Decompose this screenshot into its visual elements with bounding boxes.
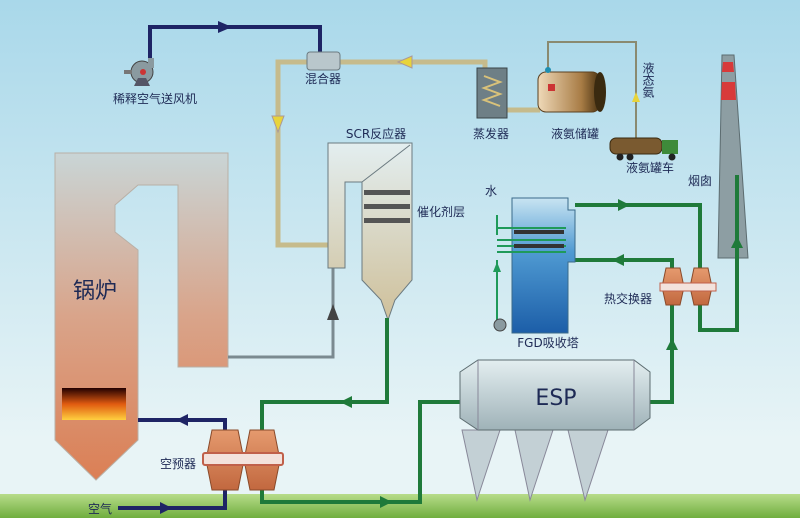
- arrow-up-icon: [666, 338, 678, 350]
- tanker-truck: [609, 137, 678, 161]
- chimney-label: 烟囱: [688, 174, 712, 188]
- fgd-absorber-label: FGD吸收塔: [517, 336, 578, 350]
- water-label: 水: [485, 184, 497, 198]
- arrow-right-icon: [218, 21, 232, 33]
- heat-exchanger-label: 热交换器: [604, 291, 652, 306]
- catalyst-layer-label: 催化剂层: [417, 204, 465, 219]
- flue-gas-pipe: [260, 175, 739, 504]
- ammonia-tank-label: 液氨储罐: [551, 126, 599, 141]
- liquid-ammonia-pipe: [547, 41, 637, 140]
- evaporator: [476, 67, 508, 119]
- esp-label: ESP: [535, 386, 576, 411]
- dilution-fan-label: 稀释空气送风机: [113, 91, 197, 106]
- evaporator-label: 蒸发器: [473, 126, 509, 141]
- arrow-left-icon: [176, 414, 188, 426]
- arrow-down-icon: [271, 115, 285, 134]
- chimney: [717, 54, 749, 259]
- air-label: 空气: [88, 501, 112, 516]
- air-preheater: [202, 429, 284, 491]
- liquid-ammonia-label: 液态氨: [641, 61, 655, 98]
- heat-exchanger: [659, 267, 717, 306]
- tanker-truck-label: 液氨罐车: [626, 160, 674, 175]
- air-pipe: [118, 418, 227, 510]
- mixer: [306, 51, 341, 71]
- esp: [459, 359, 651, 502]
- scr-reactor-label: SCR反应器: [346, 126, 406, 141]
- air-preheater-label: 空预器: [160, 457, 196, 471]
- flue-duct: [228, 268, 335, 359]
- ammonia-pipe: [275, 59, 540, 248]
- boiler-label: 锅炉: [73, 279, 117, 304]
- dilution-fan: [124, 58, 154, 86]
- flame-icon: [62, 388, 126, 420]
- scr-reactor: [327, 142, 413, 322]
- arrow-right-icon: [160, 502, 172, 514]
- arrow-left-icon: [612, 254, 624, 266]
- pump-icon: [493, 318, 507, 332]
- boiler: [54, 152, 229, 481]
- catalyst-layers: [364, 190, 410, 223]
- arrow-up-icon: [731, 236, 743, 248]
- arrow-right-icon: [380, 496, 392, 508]
- fgd-absorber: [493, 197, 576, 334]
- arrow-up-icon: [632, 92, 640, 102]
- ammonia-tank: [537, 67, 606, 113]
- arrow-left-icon: [396, 55, 413, 69]
- arrow-up-icon: [327, 304, 339, 320]
- dilution-air-pipe: [148, 25, 322, 62]
- mixer-label: 混合器: [305, 71, 341, 86]
- arrow-right-icon: [618, 199, 630, 211]
- arrow-left-icon: [340, 396, 352, 408]
